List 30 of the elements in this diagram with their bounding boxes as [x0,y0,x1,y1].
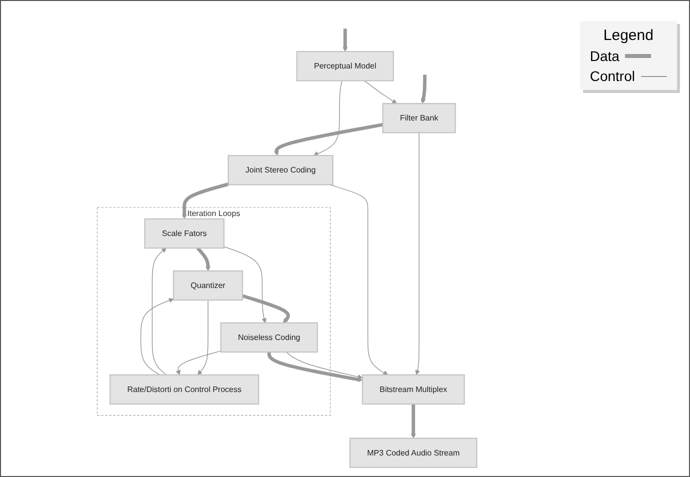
arrow [152,248,167,376]
arrow [242,294,290,324]
node-box: MP3 Coded Audio Stream [349,438,478,468]
node-box: Quantizer [172,270,244,301]
node-box: Joint Stereo Coding [228,154,334,186]
arrow [197,300,208,376]
arrow [415,132,420,376]
arrow [274,122,384,156]
arrow [329,184,388,376]
arrow [182,182,229,220]
legend-title: Legend [602,27,654,44]
node-box: Scale Fators [144,218,224,249]
arrow [342,28,348,52]
arrow [224,246,267,324]
arrow [267,352,363,382]
node-box: Rate/Distorti on Control Process [110,374,260,405]
legend-label: Data [590,48,620,64]
legend-label: Control [590,68,635,84]
arrow [140,298,174,376]
arrow [420,74,427,104]
arrow [313,80,342,156]
node-box: Filter Bank [382,102,456,134]
node-box: Perceptual Model [296,50,394,82]
arrow [196,246,211,272]
node-box: Bitstream Multiplex [362,374,465,405]
arrow [176,350,222,376]
arrow [410,404,416,439]
arrow [364,80,397,104]
arrow [286,352,363,380]
node-box: Noiseless Coding [220,322,318,353]
